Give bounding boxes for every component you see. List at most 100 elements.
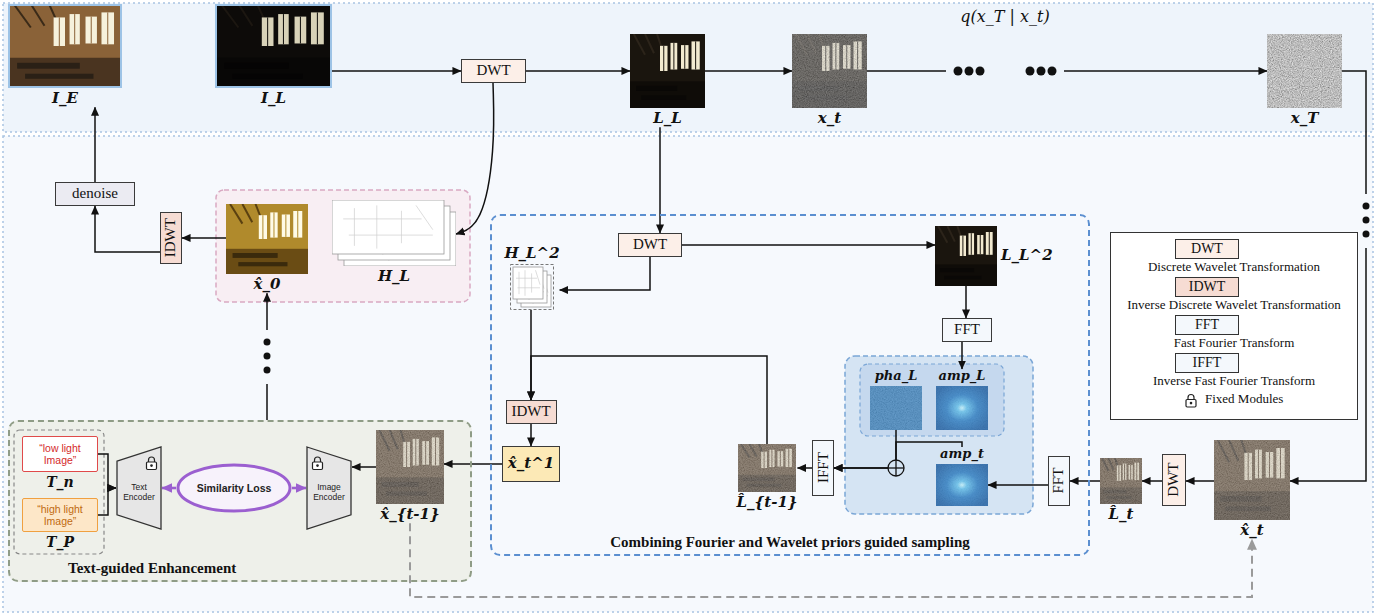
image-illustration	[1267, 34, 1342, 108]
math-label: I_L	[261, 90, 286, 107]
window-shape	[259, 215, 267, 239]
window-mullion	[262, 215, 263, 239]
ellipsis-dot	[1026, 67, 1035, 76]
flow-arrow	[834, 430, 896, 468]
table-shape	[636, 86, 677, 91]
text-guidance-panel: “low light Image”T_n“high light Image”T_…	[8, 420, 472, 582]
noise-texture	[1214, 440, 1290, 520]
ellipsis-dot	[264, 339, 271, 346]
loss-outline	[178, 465, 290, 511]
window-shape	[262, 17, 274, 46]
flow-arrow	[530, 424, 532, 446]
math-label: T_P	[46, 534, 74, 550]
edge-stroke	[376, 205, 377, 248]
flow-arrow	[444, 463, 502, 465]
transform-box: DWT	[618, 233, 682, 257]
floor-shape	[226, 249, 308, 274]
lock-body	[313, 462, 323, 470]
ceiling-beam	[634, 34, 645, 55]
window-shape	[671, 43, 678, 70]
noise-texture	[936, 464, 988, 506]
window-shape	[86, 17, 97, 44]
math-label: L_L^2	[1001, 247, 1053, 264]
ellipsis-dot	[976, 67, 985, 76]
window-mullion	[989, 232, 990, 255]
encoder-label: Text Encoder	[119, 483, 159, 503]
flow-arrow	[1186, 480, 1214, 482]
prompt-frame: “low light Image”	[22, 436, 98, 472]
encoder-block: Image Encoder	[306, 446, 352, 530]
edge-stroke	[401, 211, 402, 243]
ground-patch	[1360, 194, 1372, 248]
box-label: FFT	[954, 321, 980, 338]
window-mullion	[297, 211, 298, 238]
legend-text: Fast Fourier Transform	[1111, 336, 1357, 351]
image-illustration	[935, 226, 997, 286]
box-label: x̂_t^1	[508, 455, 554, 472]
encoder-label: Image Encoder	[309, 483, 349, 503]
image-ground	[215, 4, 332, 88]
noise-texture	[936, 386, 988, 430]
legend-lock	[1185, 393, 1197, 408]
table-shape	[944, 276, 981, 280]
flow-arrow	[332, 70, 461, 72]
add-symbol	[888, 460, 904, 476]
ellipsis-dot	[1037, 67, 1046, 76]
image-illustration	[630, 34, 705, 108]
image-ground	[1100, 458, 1142, 504]
window-mullion	[663, 46, 664, 71]
image-ground	[1214, 440, 1290, 520]
floor-shape	[935, 264, 997, 286]
add-symbol	[895, 460, 896, 476]
lock-shackle	[315, 457, 321, 462]
ceiling-beam	[31, 4, 45, 26]
floor-shape	[215, 58, 332, 88]
image-frame	[216, 5, 331, 87]
math-label: amp_t	[940, 447, 984, 462]
image-illustration	[738, 444, 796, 492]
image-illustration	[215, 4, 332, 88]
flow-arrow	[162, 487, 176, 490]
flow-arrow	[682, 244, 935, 246]
flow-arrow	[530, 310, 532, 400]
input-image: I_L	[215, 4, 332, 107]
edge-stroke	[535, 270, 540, 284]
flow-arrow	[95, 206, 160, 252]
table-shape	[25, 74, 93, 79]
window-mullion	[300, 17, 301, 44]
window-mullion	[91, 17, 92, 44]
window-mullion	[273, 212, 274, 237]
edge-stroke	[349, 235, 433, 236]
window-shape	[692, 41, 700, 69]
image-ground	[376, 430, 444, 504]
math-label: x_T	[1291, 110, 1319, 127]
window-shape	[968, 233, 974, 255]
lock-icon	[313, 457, 323, 470]
image-thumbnail: L̂_{t-1}	[737, 444, 798, 511]
window-shape	[101, 12, 114, 44]
legend-sample-label: IFFT	[1193, 355, 1222, 371]
image-illustration	[226, 204, 308, 274]
transform-box: FFT	[942, 318, 992, 342]
table-shape	[238, 262, 287, 266]
flow-arrow	[1070, 480, 1100, 482]
prompt-group	[14, 430, 104, 554]
lock-body	[1186, 400, 1196, 408]
flow-arrow	[531, 356, 767, 444]
window-mullion	[317, 12, 318, 44]
image-thumbnail: x_t	[792, 34, 867, 127]
box-label: IDWT	[162, 218, 179, 257]
ground-patch	[946, 62, 1064, 80]
flow-arrow	[182, 237, 226, 239]
ceiling-beam	[238, 4, 252, 26]
ceiling-beam	[242, 204, 252, 222]
lock-keyhole	[316, 464, 319, 467]
lock-shackle	[149, 457, 155, 462]
prompt-box: “high light Image”T_P	[22, 498, 98, 550]
window-mullion	[283, 14, 284, 44]
sheet-outline	[332, 200, 444, 254]
ellipsis-dot	[1363, 217, 1370, 224]
flow-arrow	[352, 466, 376, 468]
window-mullion	[267, 17, 268, 46]
window-shape	[70, 14, 80, 44]
